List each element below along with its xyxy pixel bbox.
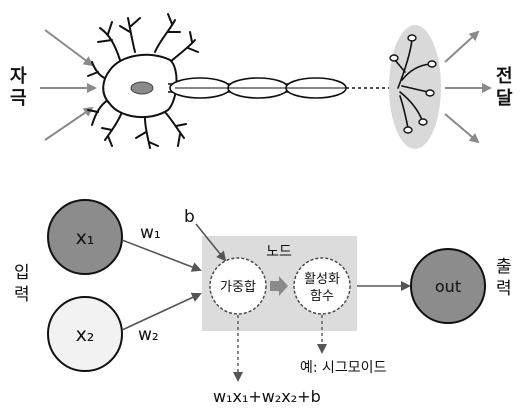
output-node: [410, 248, 486, 324]
transmit-label-char-1: 전: [496, 66, 513, 87]
stimulus-label-char-2: 극: [10, 88, 27, 109]
output-label: out: [435, 277, 461, 296]
transmit-label-char-2: 달: [496, 88, 513, 109]
input-side-label-char-1: 입: [14, 263, 30, 283]
edge-x2-to-sum: [121, 292, 202, 331]
weight-w1-label: w₁: [140, 223, 161, 243]
stimulus-arrow-bottom: [44, 106, 94, 141]
axon-terminals: [394, 39, 431, 129]
activation-label-line1: 활성화: [304, 272, 340, 287]
weight-w2-label: w₂: [138, 325, 159, 345]
transmit-arrow-top: [444, 30, 480, 63]
input-node-x1: [47, 199, 123, 275]
activation-function-node: [293, 257, 351, 315]
sum-to-activation-arrow: [270, 276, 288, 296]
output-side-label-char-1: 출: [496, 257, 512, 277]
input-x2-label: x₂: [76, 324, 95, 346]
input-node-x2: [47, 296, 123, 372]
weighted-sum-formula: w₁x₁+w₂x₂+b: [213, 387, 321, 406]
weighted-sum-node: [209, 257, 267, 315]
synaptic-knobs: [389, 34, 437, 134]
activation-example-text: 예: 시그모이드: [300, 360, 387, 376]
edge-x1-to-sum: [121, 239, 202, 272]
activation-label-line2: 함수: [310, 289, 334, 304]
weighted-sum-label: 가중합: [220, 280, 256, 295]
node-title: 노드: [266, 244, 292, 260]
transmit-arrow-bottom: [444, 113, 480, 144]
bias-label: b: [184, 207, 195, 227]
biological-neuron: 자 극 전 달: [10, 13, 513, 149]
axon: [168, 77, 347, 99]
stimulus-arrow-top: [44, 29, 94, 67]
output-side-label-char-2: 력: [496, 279, 512, 299]
axon-terminal-region: [389, 25, 441, 149]
cell-nucleus: [130, 81, 154, 95]
artificial-neuron: 노드 x₁ x₂ w₁ w₂ b 가중합 활성화 함수 out 입 력 출 력: [14, 199, 512, 406]
input-x1-label: x₁: [76, 227, 95, 249]
stimulus-label-char-1: 자: [10, 66, 27, 87]
dendrites: [87, 13, 199, 149]
input-side-label-char-2: 력: [14, 285, 30, 305]
edge-bias-to-sum: [195, 223, 227, 262]
